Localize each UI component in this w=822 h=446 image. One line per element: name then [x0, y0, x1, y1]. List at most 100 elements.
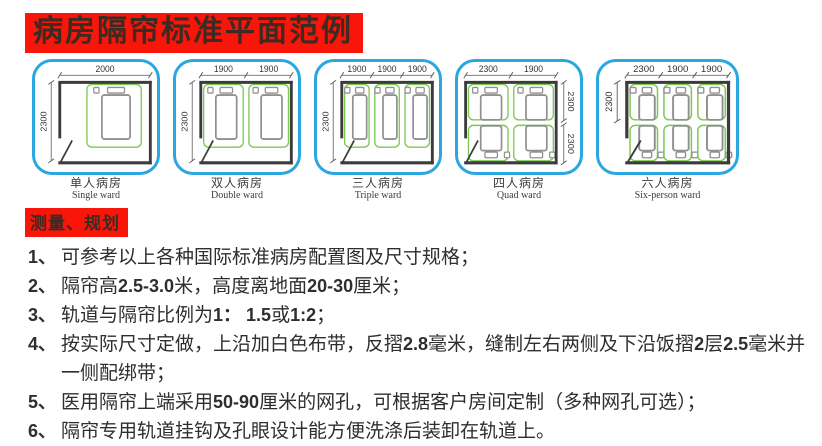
- door-swing: [627, 139, 642, 163]
- svg-text:1900: 1900: [667, 63, 688, 74]
- bed: [525, 94, 548, 121]
- svg-text:1900: 1900: [214, 64, 233, 74]
- bedside-table: [517, 86, 524, 94]
- page-title: 病房隔帘标准平面范例: [25, 13, 363, 53]
- walls: [625, 80, 731, 165]
- svg-text:1900: 1900: [378, 64, 397, 74]
- side-dimension: 2300: [603, 79, 621, 124]
- bed: [260, 94, 283, 140]
- bedside-table: [663, 86, 671, 94]
- pillow: [264, 86, 279, 94]
- bedside-table: [344, 86, 351, 94]
- bed: [479, 94, 503, 121]
- note-marker: 1、: [28, 247, 57, 268]
- svg-text:2300: 2300: [180, 111, 190, 131]
- note-item-2: 2、隔帘高2.5-3.0米，高度离地面20-30厘米；: [28, 272, 812, 301]
- ward-caption-en: Single ward: [71, 190, 121, 202]
- bed: [351, 94, 368, 140]
- side-dimension: 2300: [321, 79, 337, 164]
- svg-text:2300: 2300: [603, 91, 614, 111]
- ward-caption-en: Six-person ward: [634, 190, 701, 202]
- bedside-table: [697, 86, 705, 94]
- note-marker: 3、: [28, 305, 57, 326]
- svg-text:1900: 1900: [347, 64, 366, 74]
- svg-text:1900: 1900: [701, 63, 722, 74]
- curtain-outline: [248, 83, 290, 148]
- svg-text:1900: 1900: [524, 64, 543, 74]
- ward-floor-plan: 1900 1900 1900 2300: [321, 64, 435, 165]
- bed: [215, 94, 238, 140]
- bedside-table: [691, 151, 699, 159]
- bed: [412, 94, 428, 140]
- pillow: [385, 86, 395, 94]
- note-text: 隔帘专用轨道挂钩及孔眼设计能方便洗涤后装卸在轨道上。: [61, 421, 556, 443]
- svg-text:2000: 2000: [96, 64, 115, 74]
- top-dimension: 2000: [57, 64, 153, 79]
- bed: [382, 94, 398, 140]
- note-item-1: 1、可参考以上各种国际标准病房配置图及尺寸规格；: [28, 243, 812, 272]
- bed: [638, 124, 656, 152]
- bedside-table: [503, 151, 511, 159]
- note-text: 隔帘高2.5-3.0米，高度离地面20-30厘米；: [61, 276, 411, 298]
- bedside-table: [374, 86, 381, 94]
- svg-text:2300: 2300: [566, 134, 576, 154]
- curtain-outline: [343, 83, 370, 148]
- ward-caption-cn: 单人病房: [69, 176, 122, 190]
- pillow: [106, 86, 126, 94]
- bed: [706, 94, 724, 121]
- ward-caption-cn: 四人病房: [492, 176, 545, 190]
- svg-text:1900: 1900: [408, 64, 427, 74]
- ward-caption-cn: 三人病房: [351, 176, 404, 190]
- ward-caption-en: Quad ward: [496, 190, 542, 202]
- bedside-table: [629, 86, 637, 94]
- ward-plan-box: 1900 1900 1900 2300: [314, 59, 442, 175]
- note-marker: 2、: [28, 276, 57, 297]
- note-text: 可参考以上各种国际标准病房配置图及尺寸规格；: [61, 247, 480, 269]
- note-item-4: 4、按实际尺寸定做，上沿加白色布带，反摺2.8毫米，缝制左右两侧及下沿饭摺2层2…: [28, 330, 812, 388]
- pillow: [709, 86, 721, 94]
- curtain-outline: [202, 83, 244, 148]
- pillow: [219, 86, 234, 94]
- side-dimension: 2300: [180, 79, 196, 164]
- pillow: [484, 151, 498, 159]
- bedside-table: [657, 151, 665, 159]
- ward-caption-en: Double ward: [211, 190, 263, 202]
- pillow: [641, 151, 653, 159]
- walls: [199, 80, 293, 165]
- note-item-3: 3、轨道与隔帘比例为1： 1.5或1:2；: [28, 301, 812, 330]
- bed: [101, 94, 131, 140]
- pillow: [675, 151, 687, 159]
- bed: [638, 94, 656, 121]
- door-swing: [341, 139, 355, 163]
- bedside-table: [207, 86, 214, 94]
- bed: [479, 124, 503, 152]
- door-swing: [465, 139, 479, 163]
- svg-text:2300: 2300: [39, 111, 49, 131]
- walls: [464, 80, 558, 165]
- ward-plan-box: 2000 2300: [32, 59, 160, 175]
- bedside-table: [549, 151, 556, 159]
- ward-caption-cn: 双人病房: [210, 176, 263, 190]
- note-text: 医用隔帘上端采用50-90厘米的网孔，可根据客户房间定制（多种网孔可选）；: [61, 392, 706, 414]
- curtain-outline: [374, 83, 400, 148]
- side-dimension: 2300: [39, 79, 55, 164]
- door-swing: [200, 139, 214, 163]
- note-item-6: 6、隔帘专用轨道挂钩及孔眼设计能方便洗涤后装卸在轨道上。: [28, 417, 812, 446]
- section-label-measure-plan: 测量、规划: [25, 208, 128, 238]
- walls: [58, 80, 152, 165]
- note-item-5: 5、医用隔帘上端采用50-90厘米的网孔，可根据客户房间定制（多种网孔可选）；: [28, 388, 812, 417]
- bed: [706, 124, 724, 152]
